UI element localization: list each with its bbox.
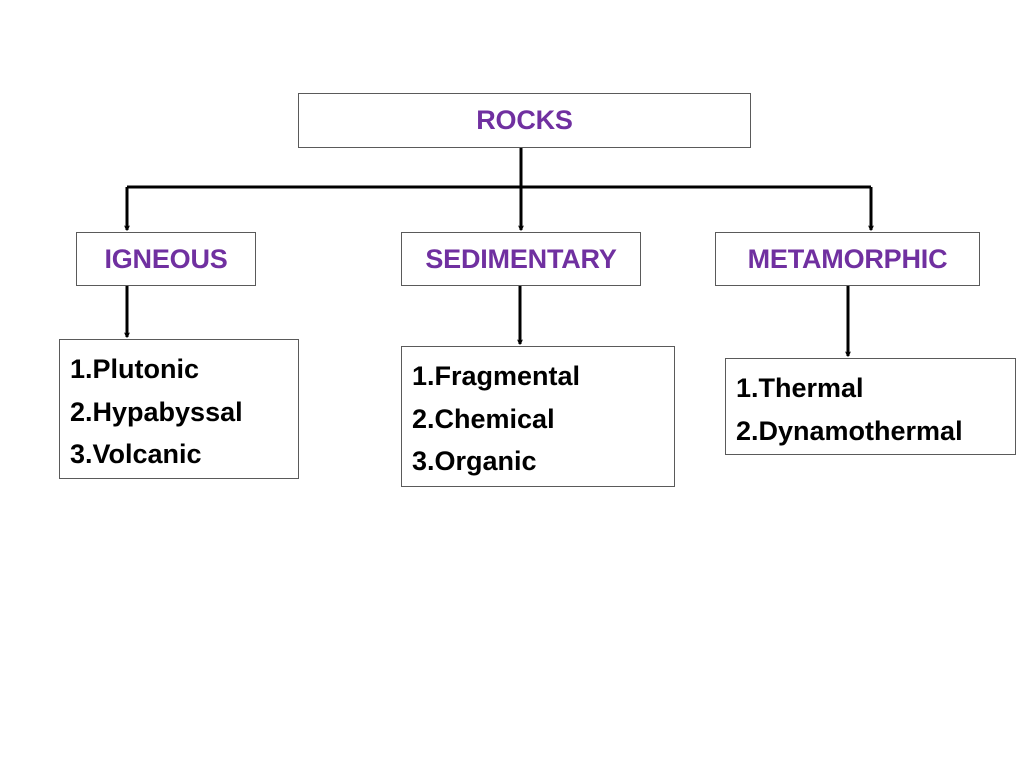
- igneous-types-list: 1.Plutonic 2.Hypabyssal 3.Volcanic: [59, 339, 299, 479]
- list-item: 1.Plutonic: [70, 354, 200, 384]
- list-item: 2.Dynamothermal: [736, 415, 963, 446]
- category-node-igneous: IGNEOUS: [76, 232, 256, 286]
- category-node-sedimentary: SEDIMENTARY: [401, 232, 641, 286]
- list-item: 1.Thermal: [736, 373, 864, 403]
- list-item: 2.Chemical: [412, 403, 555, 434]
- list-item: 1.Fragmental: [412, 361, 581, 391]
- list-item: 3.Organic: [412, 446, 537, 476]
- category-node-metamorphic: METAMORPHIC: [715, 232, 980, 286]
- metamorphic-types-list: 1.Thermal 2.Dynamothermal: [725, 358, 1016, 455]
- root-node-label: ROCKS: [476, 105, 573, 135]
- list-item: 2.Hypabyssal: [70, 396, 243, 427]
- category-label-metamorphic: METAMORPHIC: [747, 243, 948, 274]
- sedimentary-types-list: 1.Fragmental 2.Chemical 3.Organic: [401, 346, 675, 487]
- category-label-sedimentary: SEDIMENTARY: [425, 243, 617, 274]
- category-label-igneous: IGNEOUS: [104, 243, 228, 274]
- list-item: 3.Volcanic: [70, 439, 202, 469]
- root-node-rocks: ROCKS: [298, 93, 751, 148]
